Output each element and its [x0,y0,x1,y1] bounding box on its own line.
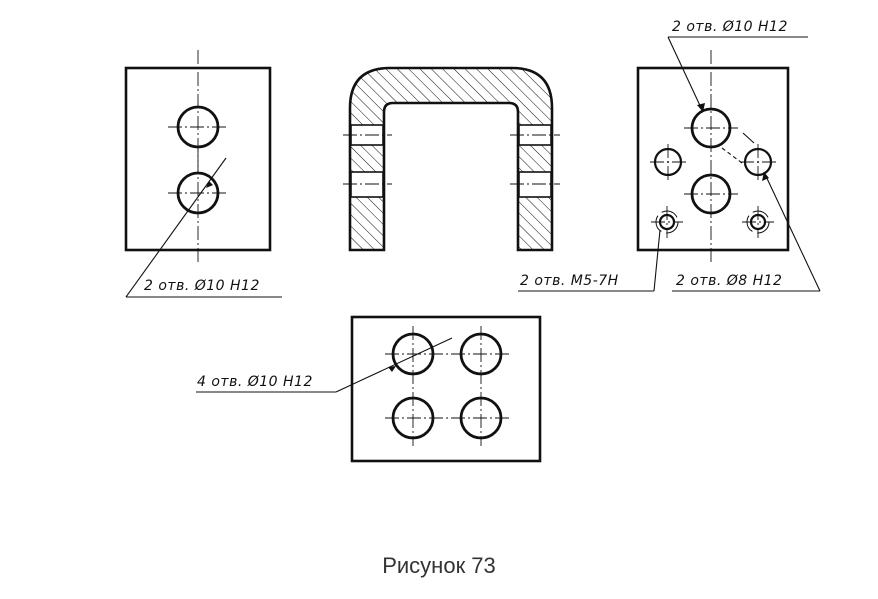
bottom-plate-outline [350,315,542,463]
right-plate-outline [636,66,790,252]
right-small-note-text: 2 отв. Ø8 H12 [676,273,782,289]
bottom-plate-view: 4 отв. Ø10 H12 [196,315,542,463]
right-top-leader-arrow [697,103,705,112]
u-left-hole-gap-bottom [350,171,384,198]
right-top-note-text: 2 отв. Ø10 H12 [672,19,788,35]
right-small-leader [763,171,821,292]
left-leader-line [125,157,227,298]
left-note-text: 2 отв. Ø10 H12 [144,278,260,294]
u-right-hole-gap-bottom [518,171,552,198]
right-threads-leader [653,229,661,292]
right-top-extension [742,132,755,144]
bottom-leader-arrow [388,366,396,372]
right-threads-note-text: 2 отв. M5-7H [520,273,619,289]
right-small-leader-arrow [762,172,769,181]
left-leader-arrow [206,181,213,188]
u-section-fill [350,68,552,250]
right-top-leader [667,36,704,113]
u-section-view [343,66,560,252]
bottom-note-text: 4 отв. Ø10 H12 [197,374,313,390]
right-plate-view: 2 отв. Ø10 H12 2 отв. M5-7H 2 отв. Ø8 H1… [518,19,821,292]
right-top-dim-tick [721,147,747,167]
figure-caption: Рисунок 73 [382,553,496,578]
bottom-leader-line [335,337,453,393]
left-plate-view: 2 отв. Ø10 H12 [124,50,282,298]
u-section-outline [348,66,554,252]
